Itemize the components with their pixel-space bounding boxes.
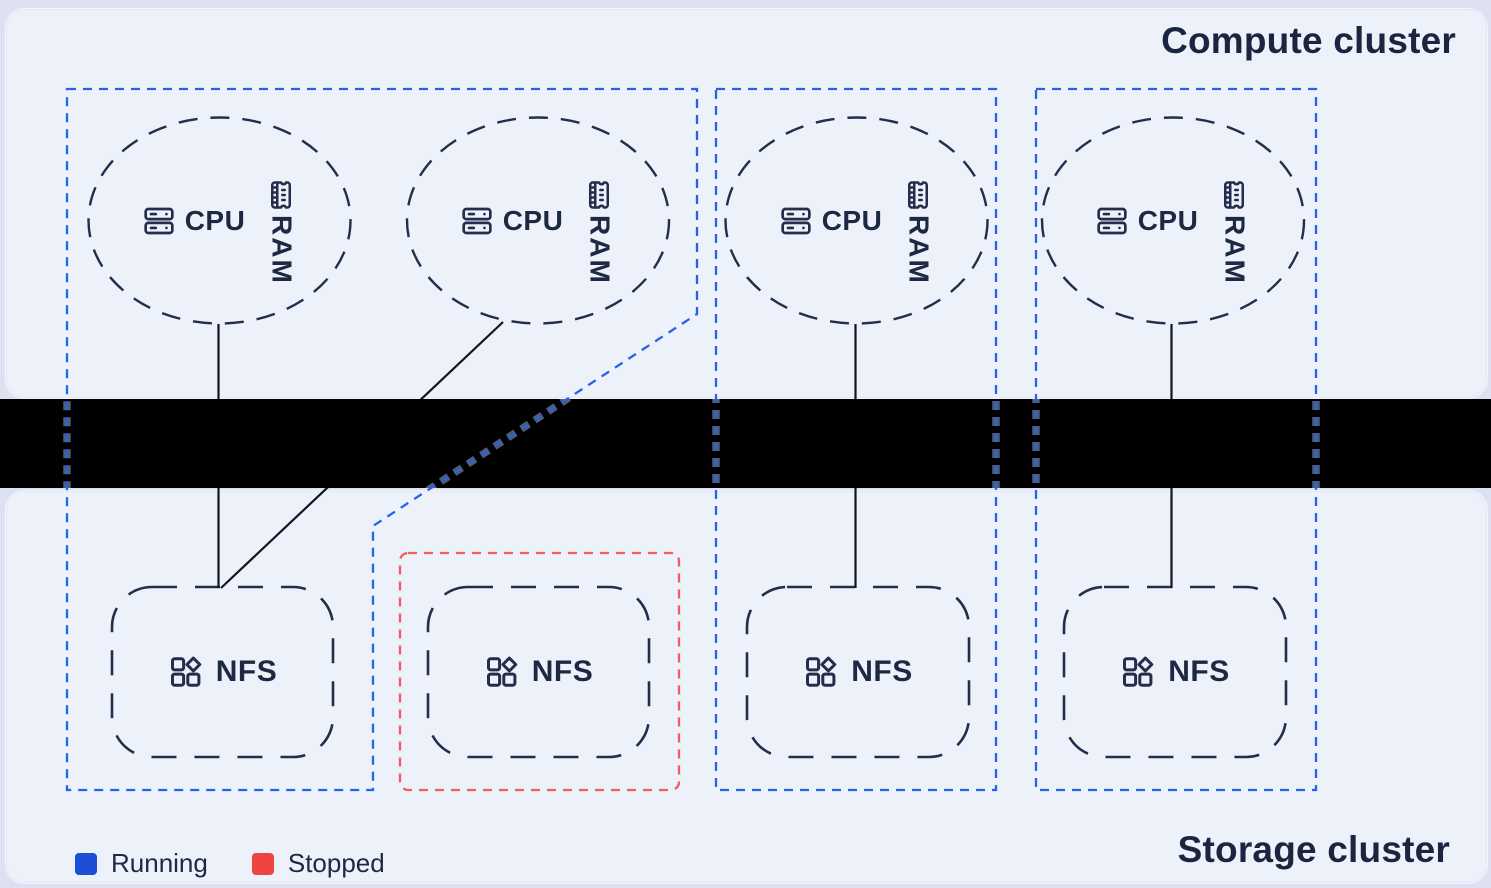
ram-unit: RAM (1218, 180, 1251, 285)
compute-node-3: CPU RAM (742, 156, 972, 286)
nfs-label: NFS (215, 655, 278, 688)
storage-node-2: NFS (428, 587, 649, 757)
ram-label: RAM (584, 214, 616, 285)
nfs-shares-icon (806, 656, 837, 687)
cpu-server-icon (781, 207, 811, 235)
ram-label: RAM (903, 214, 935, 285)
nfs-shares-icon (486, 656, 518, 687)
running-group-1-border (65, 87, 699, 792)
nfs-label: NFS (1168, 655, 1230, 688)
storage-node-1: NFS (112, 587, 333, 757)
cpu-label: CPU (821, 205, 883, 236)
running-status-swatch (75, 852, 97, 875)
storage-node-3: NFS (747, 587, 969, 757)
cpu-unit: CPU (780, 205, 883, 237)
compute-node-1: CPU RAM (105, 156, 335, 286)
running-group-3-border (1034, 87, 1318, 792)
cpu-server-icon (462, 207, 492, 235)
ram-memory-icon (908, 180, 929, 209)
compute-cluster-panel (5, 8, 1488, 399)
storage-node-box-4 (1062, 585, 1288, 759)
storage-node-box-2 (426, 585, 651, 759)
storage-node-4: NFS (1064, 587, 1286, 757)
compute-node-2: CPU RAM (423, 156, 653, 286)
legend-item-running: Running (75, 848, 208, 879)
nfs-label: NFS (531, 655, 594, 688)
ram-label: RAM (266, 214, 298, 285)
stopped-status-swatch (251, 852, 274, 875)
cpu-label: CPU (502, 205, 564, 236)
compute-node-4: CPU RAM (1058, 156, 1288, 286)
cpu-label: CPU (184, 205, 246, 236)
compute-node-ellipse-2 (405, 116, 671, 325)
nfs-shares-icon (170, 656, 202, 687)
cpu-server-icon (144, 207, 174, 235)
ram-memory-icon (271, 180, 292, 209)
storage-cluster-title: Storage cluster (1177, 829, 1450, 870)
compute-node-ellipse-3 (724, 116, 989, 325)
legend: Running Stopped (75, 848, 385, 879)
cpu-unit: CPU (1096, 205, 1199, 237)
nfs-shares-icon (1123, 656, 1154, 687)
stopped-status-label: Stopped (287, 848, 385, 878)
storage-node-box-3 (745, 585, 971, 759)
cpu-unit: CPU (143, 205, 246, 237)
ram-memory-icon (589, 180, 610, 209)
running-group-2-border (714, 87, 998, 792)
ram-unit: RAM (583, 180, 616, 285)
ram-label: RAM (1219, 214, 1251, 285)
running-status-label: Running (111, 848, 208, 878)
storage-node-box-1 (110, 585, 335, 759)
ram-memory-icon (1224, 180, 1245, 209)
compute-node-ellipse-1 (87, 116, 352, 325)
storage-cluster-panel (5, 490, 1488, 884)
redaction-bar (0, 399, 1491, 488)
cpu-label: CPU (1137, 205, 1199, 236)
cpu-unit: CPU (461, 205, 564, 237)
stopped-group-1-border (398, 551, 681, 792)
compute-cluster-title: Compute cluster (1161, 20, 1456, 61)
ram-unit: RAM (265, 180, 298, 285)
ram-unit: RAM (902, 180, 935, 285)
compute-node-ellipse-4 (1040, 116, 1306, 325)
nfs-label: NFS (851, 655, 913, 688)
legend-item-stopped: Stopped (251, 848, 385, 879)
cpu-server-icon (1097, 207, 1127, 235)
